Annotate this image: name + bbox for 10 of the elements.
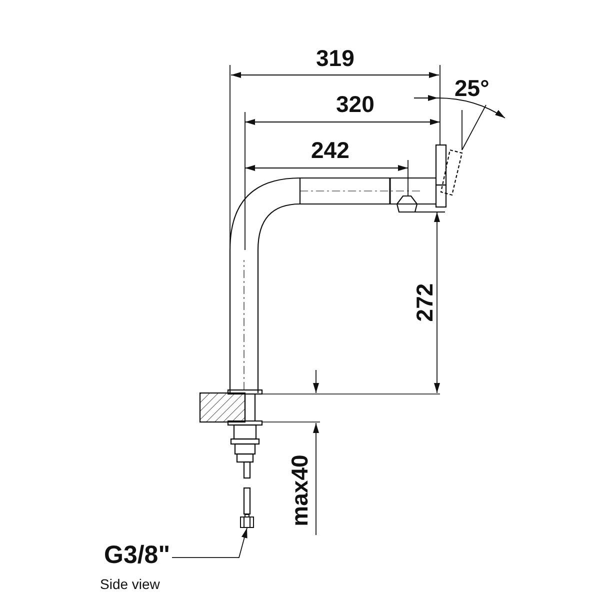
angle-value: 25°: [454, 76, 490, 100]
leader-line: [172, 528, 248, 558]
hose-nut-drawing: [240, 514, 254, 528]
caption: Side view: [100, 576, 160, 592]
dimension-value: 320: [336, 92, 374, 116]
dimension-value: max40: [288, 454, 312, 526]
thread-size-label: G3/8": [104, 542, 170, 568]
dimension-value: 319: [316, 46, 354, 70]
dimension-value: 272: [414, 282, 437, 322]
dimension-value: 242: [311, 138, 350, 162]
